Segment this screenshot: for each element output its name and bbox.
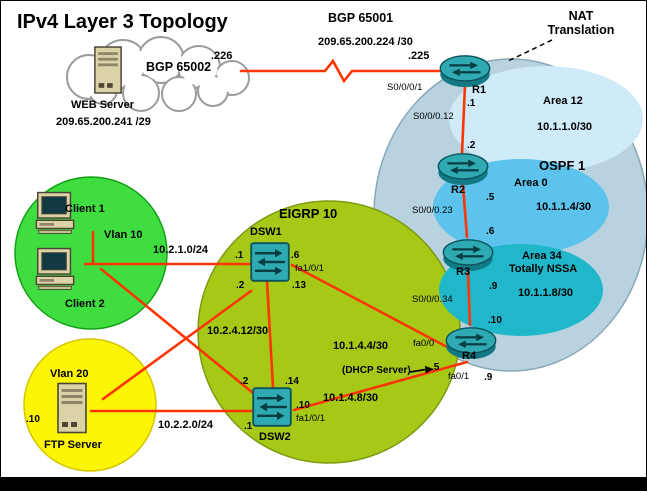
dsw1-r4-subnet-label: 10.1.4.4/30 (333, 340, 389, 352)
link-r2-r3 (461, 183, 469, 239)
ftp-server-label: FTP Server (44, 439, 102, 451)
if-r2-r3-label: S0/0/0.23 (412, 205, 453, 216)
dsw2-r4-subnet-label: 10.1.4.8/30 (323, 392, 379, 404)
vlan20-subnet-label: 10.2.2.0/24 (158, 419, 214, 431)
ftp-ip-label: .10 (26, 414, 40, 425)
dsw2-vlan10-ip-label: .2 (240, 376, 249, 387)
dsw2-uplink-ip-label: .10 (296, 400, 310, 411)
dsw1-vlan10-ip-label: .1 (235, 250, 244, 261)
dsw-link-subnet-label: 10.2.4.12/30 (207, 325, 269, 337)
link-wan-cloud-r1 (239, 58, 445, 84)
client2-label: Client 2 (65, 298, 105, 310)
r2-s-ip-label: .5 (486, 192, 495, 203)
wan-subnet-label: 209.65.200.224 /30 (318, 36, 413, 48)
web-server-icon (94, 46, 122, 94)
dsw2-vlan20-ip-label: .1 (244, 421, 253, 432)
dhcp-note-label: (DHCP Server) (342, 365, 411, 376)
r3-s-ip-label: .9 (489, 281, 498, 292)
r4-name-label: R4 (462, 350, 477, 362)
eigrp-label: EIGRP 10 (279, 206, 338, 221)
link-dsw1-r4 (290, 263, 451, 350)
dsw1-uplink-ip-label: .6 (291, 250, 300, 261)
r1-wan-if-label: S0/0/0/1 (387, 82, 423, 93)
router-r2-icon (437, 153, 489, 186)
r3-n-ip-label: .6 (486, 226, 495, 237)
dsw1-if-label: fa1/0/1 (295, 263, 325, 274)
nat-translation-label: NAT Translation (547, 9, 615, 37)
r2-name-label: R2 (451, 184, 466, 196)
bgp65002-label: BGP 65002 (146, 60, 212, 74)
dsw2-if-label: fa1/0/1 (296, 413, 326, 424)
r4-fa01-label: fa0/1 (448, 371, 470, 382)
switch-dsw1-icon (250, 242, 290, 282)
ftp-lan-circle (23, 338, 157, 472)
r3-name-label: R3 (456, 266, 471, 278)
dsw1-name-label: DSW1 (250, 226, 282, 238)
vlan20-label: Vlan 20 (50, 368, 89, 380)
nat-pointer-dashed-line (505, 39, 553, 63)
if-r3-r4-label: S0/0/0.34 (412, 294, 453, 305)
area34-subnet-label: 10.1.1.8/30 (518, 287, 574, 299)
link-vlan10-dsw2 (99, 267, 255, 395)
isp-ip-label: .226 (211, 50, 233, 62)
area12-label: Area 12 (543, 95, 583, 107)
area0-subnet-label: 10.1.1.4/30 (536, 201, 592, 213)
r2-n-ip-label: .2 (467, 140, 476, 151)
router-r1-icon (439, 55, 491, 88)
web-server-label: WEB Server (71, 99, 134, 111)
client2-pc-icon (35, 247, 75, 291)
if-r1-r2-label: S0/0/0.12 (413, 111, 454, 122)
client1-label: Client 1 (65, 203, 105, 215)
r4-fa00-label: fa0/0 (413, 338, 435, 349)
r4-fa00-ip-label: .5 (431, 362, 440, 373)
dsw1-link-ip-label: .13 (292, 280, 306, 291)
r4-n-ip-label: .10 (488, 315, 502, 326)
ospf-area0-ellipse (433, 159, 609, 255)
link-dsw2-r4 (292, 360, 469, 412)
web-server-ip-label: 209.65.200.241 /29 (56, 116, 151, 128)
area34-type-label: Totally NSSA (509, 263, 578, 275)
switch-dsw2-icon (252, 387, 292, 427)
r1-s-ip-label: .1 (467, 98, 476, 109)
dsw2-link-ip-label: .14 (285, 376, 299, 387)
dsw2-name-label: DSW2 (259, 431, 291, 443)
area12-subnet-label: 10.1.1.0/30 (537, 121, 593, 133)
area34-label: Area 34 (522, 250, 562, 262)
page-title: IPv4 Layer 3 Topology (17, 11, 228, 33)
r1-wan-ip-label: .225 (408, 50, 430, 62)
r4-fa01-ip-label: .9 (484, 372, 493, 383)
dsw1-vlan20-ip-label: .2 (236, 280, 245, 291)
dhcp-arrow (409, 365, 434, 374)
link-r1-r2 (460, 83, 467, 155)
link-r3-r4 (466, 269, 472, 327)
r1-name-label: R1 (472, 84, 487, 96)
bottom-bar (1, 477, 646, 490)
bgp65001-label: BGP 65001 (328, 11, 394, 25)
area0-label: Area 0 (514, 177, 548, 189)
ospf-area12-ellipse (449, 66, 643, 172)
ftp-server-icon (57, 382, 87, 434)
link-vlan20-dsw1 (101, 289, 253, 401)
link-dsw1-dsw2 (265, 279, 275, 390)
ospf-label: OSPF 1 (539, 158, 586, 173)
vlan10-label: Vlan 10 (104, 229, 143, 241)
vlan10-subnet-label: 10.2.1.0/24 (153, 244, 209, 256)
